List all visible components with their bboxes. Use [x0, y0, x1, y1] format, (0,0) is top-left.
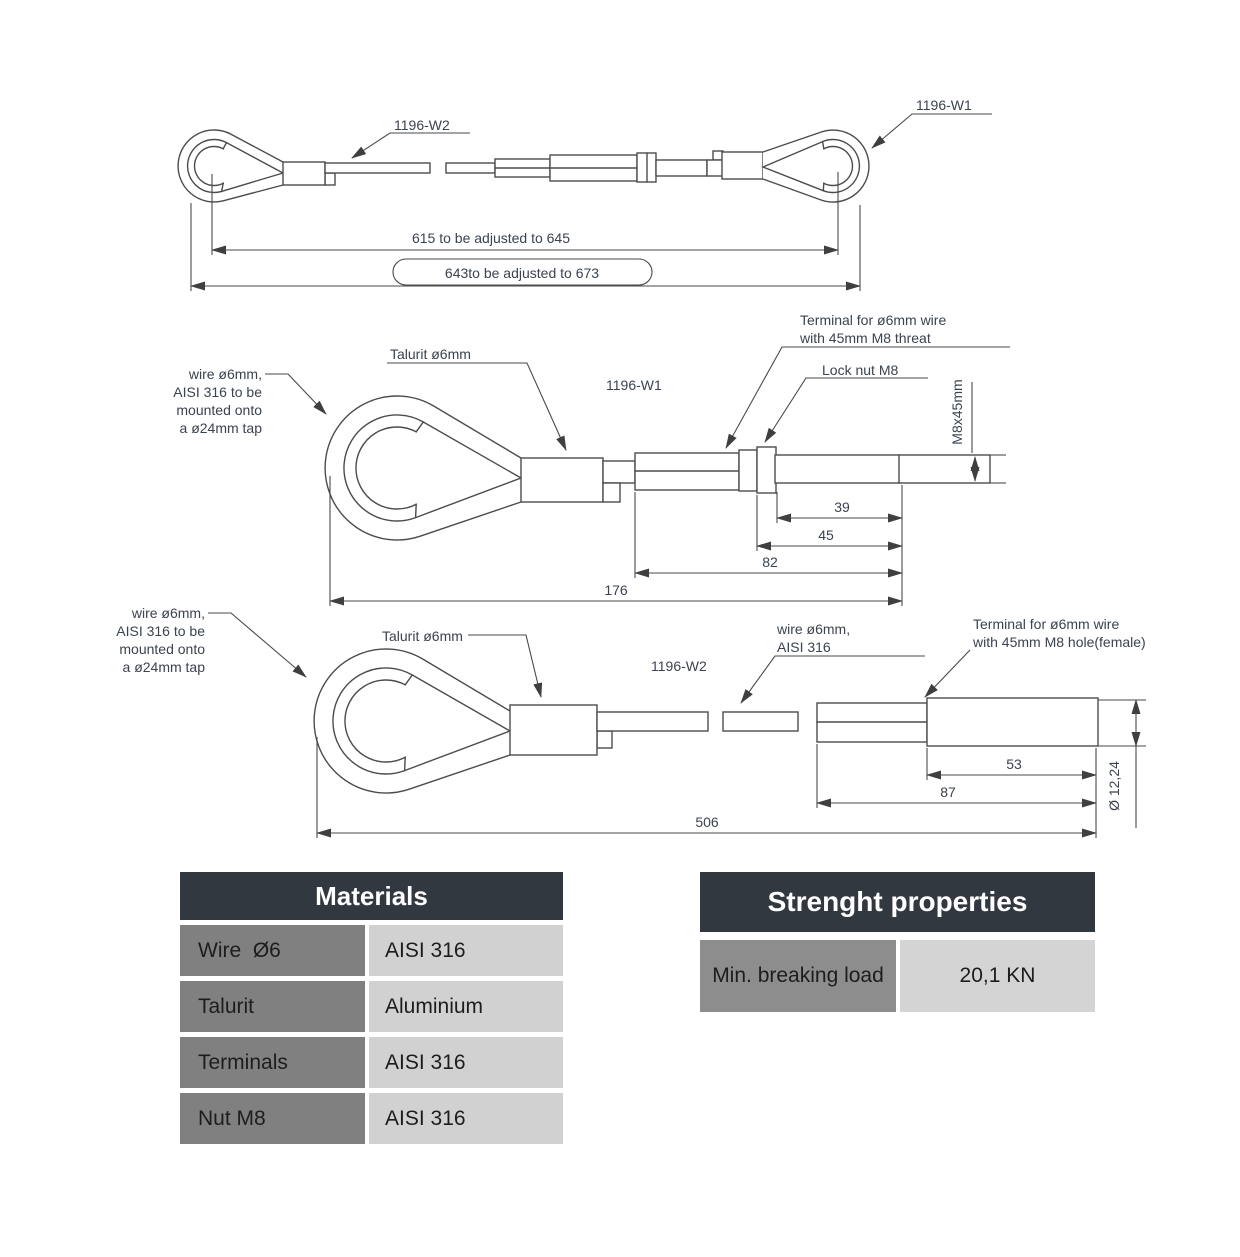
dim-82: 82 [762, 554, 778, 570]
connector [706, 159, 724, 177]
thimble-left-icon [177, 129, 285, 203]
svg-text:with 45mm M8 threat: with 45mm M8 threat [799, 330, 931, 346]
terminal-body [926, 697, 1099, 747]
lock-nut-label: Lock nut M8 [822, 362, 898, 378]
wire-segment [445, 162, 496, 174]
svg-text:Terminal for ø6mm wire: Terminal for ø6mm wire [800, 312, 946, 328]
talurit-sleeve [282, 161, 326, 186]
wire-note: wire ø6mm, AISI 316 to be mounted onto a… [173, 366, 327, 436]
talurit-label: Talurit ø6mm [382, 628, 463, 644]
table-row: Wire Ø6 AISI 316 [180, 925, 563, 976]
talurit-label: Talurit ø6mm [390, 346, 471, 362]
materials-row-label: Wire Ø6 [180, 925, 365, 976]
dim-capsule [392, 258, 653, 286]
dim-39: 39 [834, 499, 850, 515]
dim-615: 615 to be adjusted to 645 [412, 230, 570, 246]
nut [738, 449, 758, 492]
svg-text:with 45mm M8 hole(female): with 45mm M8 hole(female) [972, 634, 1146, 650]
materials-row-value: Aluminium [369, 981, 563, 1032]
materials-table: Materials Wire Ø6 AISI 316 Talurit Alumi… [180, 872, 563, 1144]
fitting-step [602, 482, 621, 503]
dim-176: 176 [604, 582, 628, 598]
svg-text:AISI 316: AISI 316 [777, 639, 831, 655]
dim-643: 643to be adjusted to 673 [445, 265, 599, 281]
svg-text:a ø24mm tap: a ø24mm tap [123, 659, 206, 675]
strength-properties-table: Strenght properties Min. breaking load 2… [700, 872, 1095, 1012]
dim-87: 87 [940, 784, 956, 800]
table-row: Min. breaking load 20,1 KN [700, 940, 1095, 1012]
part-number: 1196-W1 [606, 377, 662, 393]
table-row: Talurit Aluminium [180, 981, 563, 1032]
terminal-label: Terminal for ø6mm wire with 45mm M8 hole… [924, 616, 1146, 698]
thimble-large-icon [324, 395, 523, 541]
wire-note: wire ø6mm, AISI 316 to be mounted onto a… [116, 605, 307, 678]
threaded-rod [774, 454, 991, 484]
svg-text:wire ø6mm,: wire ø6mm, [776, 621, 850, 637]
lock-nut [756, 446, 777, 494]
w1-detail-view: wire ø6mm, AISI 316 to be mounted onto a… [173, 312, 1010, 606]
connector [602, 460, 636, 484]
wire-label: wire ø6mm, AISI 316 [740, 621, 925, 704]
strength-row-label: Min. breaking load [700, 940, 896, 1012]
fitting-step [324, 172, 336, 186]
w2-detail-view: wire ø6mm, AISI 316 to be mounted onto a… [116, 605, 1146, 838]
svg-text:mounted onto: mounted onto [119, 641, 205, 657]
talurit-sleeve [520, 457, 604, 503]
materials-row-value: AISI 316 [369, 925, 563, 976]
materials-row-label: Terminals [180, 1037, 365, 1088]
materials-table-title: Materials [180, 872, 563, 920]
talurit-sleeve [721, 151, 764, 180]
svg-text:AISI 316 to be: AISI 316 to be [173, 384, 262, 400]
thimble-large-icon [313, 648, 511, 794]
dim-506: 506 [695, 814, 719, 830]
dim-53: 53 [1006, 756, 1022, 772]
wire-segment [596, 711, 709, 732]
materials-row-value: AISI 316 [369, 1037, 563, 1088]
svg-text:AISI 316 to be: AISI 316 to be [116, 623, 205, 639]
svg-text:Terminal for ø6mm wire: Terminal for ø6mm wire [973, 616, 1119, 632]
talurit-sleeve [509, 704, 598, 756]
part-number: 1196-W2 [651, 658, 707, 674]
part-label-w2: 1196-W2 [394, 117, 450, 133]
svg-text:wire ø6mm,: wire ø6mm, [188, 366, 262, 382]
dim-45: 45 [818, 527, 834, 543]
svg-text:wire ø6mm,: wire ø6mm, [131, 605, 205, 621]
thimble-right-icon [761, 129, 870, 203]
thread-dim-label: M8x45mm [949, 379, 965, 444]
svg-text:mounted onto: mounted onto [176, 402, 262, 418]
svg-text:a ø24mm tap: a ø24mm tap [180, 420, 263, 436]
table-row: Terminals AISI 316 [180, 1037, 563, 1088]
threaded-rod [655, 159, 708, 177]
fitting-step [596, 730, 613, 749]
strength-table-title: Strenght properties [700, 872, 1095, 932]
part-label-w1: 1196-W1 [916, 97, 972, 113]
diameter-dim-label: Ø 12,24 [1106, 761, 1122, 811]
wire-segment [722, 711, 799, 732]
table-row: Nut M8 AISI 316 [180, 1093, 563, 1144]
strength-row-value: 20,1 KN [900, 940, 1095, 1012]
terminal-label: Terminal for ø6mm wire with 45mm M8 thre… [725, 312, 1010, 449]
wire-segment [324, 162, 431, 174]
wire-assembly-drawing: 1196-W2 1196-W1 615 to be adjusted to 64… [116, 97, 1146, 838]
materials-row-label: Nut M8 [180, 1093, 365, 1144]
top-assembly-view: 1196-W2 1196-W1 615 to be adjusted to 64… [177, 97, 992, 291]
materials-row-label: Talurit [180, 981, 365, 1032]
materials-row-value: AISI 316 [369, 1093, 563, 1144]
